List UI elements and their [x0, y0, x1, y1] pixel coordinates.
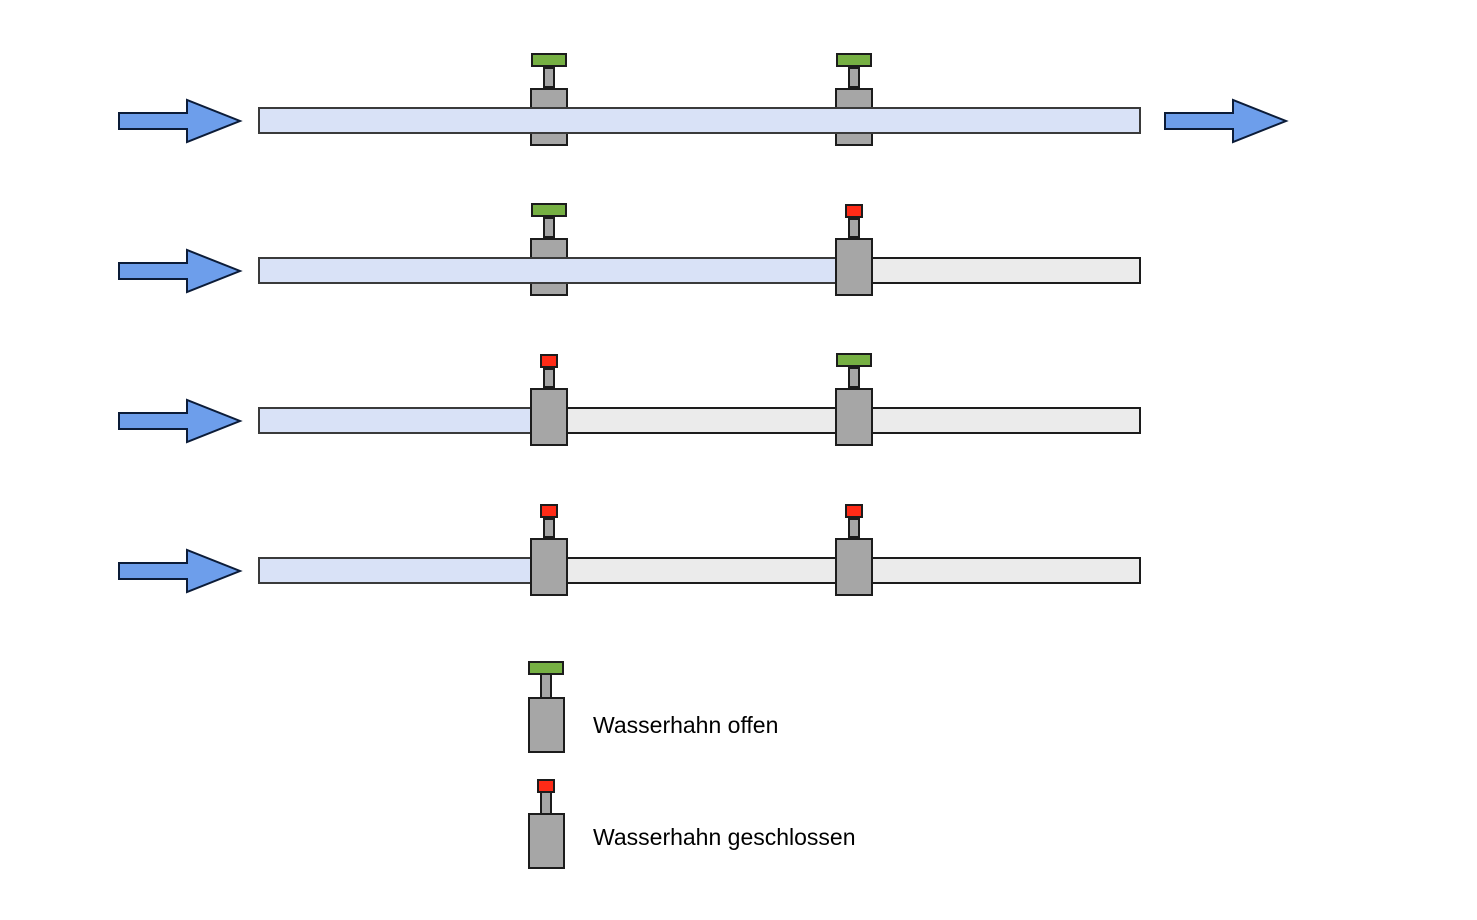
arrow-shape: [118, 398, 243, 444]
legend-open-valve-stem-icon: [540, 673, 552, 699]
inflow-arrow: [118, 248, 243, 294]
valve-closed-handle-icon: [845, 204, 863, 218]
valve-stem-icon: [543, 217, 555, 238]
valve-open-body-icon: [835, 388, 873, 446]
valve-closed-handle-icon: [845, 504, 863, 518]
arrow-shape: [118, 98, 243, 144]
arrow-shape: [1164, 98, 1289, 144]
water-pipe-segment: [258, 557, 555, 584]
valve-stem-icon: [848, 518, 860, 538]
valve-stem-icon: [543, 368, 555, 388]
valve-stem-icon: [848, 67, 860, 88]
valve-stem-icon: [848, 218, 860, 238]
legend-closed-valve-body-icon: [528, 813, 565, 869]
valve-closed-handle-icon: [540, 504, 558, 518]
inflow-arrow: [118, 398, 243, 444]
valve-stem-icon: [543, 67, 555, 88]
valve-stem-icon: [543, 518, 555, 538]
valve-open-handle-icon: [836, 353, 872, 367]
valve-stem-icon: [848, 367, 860, 388]
legend-open-valve-body-icon: [528, 697, 565, 753]
valve-open-handle-icon: [531, 53, 567, 67]
outflow-arrow: [1164, 98, 1289, 144]
water-pipe-segment: [258, 107, 1141, 134]
water-pipe-segment: [258, 407, 555, 434]
valve-closed-body-icon: [835, 238, 873, 296]
valve-open-handle-icon: [836, 53, 872, 67]
legend-open-label: Wasserhahn offen: [593, 712, 779, 738]
inflow-arrow: [118, 98, 243, 144]
arrow-shape: [118, 248, 243, 294]
water-pipe-segment: [258, 257, 860, 284]
legend-closed-valve-stem-icon: [540, 791, 552, 815]
valve-closed-body-icon: [835, 538, 873, 596]
valve-open-handle-icon: [531, 203, 567, 217]
valve-closed-handle-icon: [540, 354, 558, 368]
valve-closed-body-icon: [530, 538, 568, 596]
valve-closed-body-icon: [530, 388, 568, 446]
inflow-arrow: [118, 548, 243, 594]
empty-pipe-segment: [848, 257, 1141, 284]
legend-closed-label: Wasserhahn geschlossen: [593, 824, 856, 850]
arrow-shape: [118, 548, 243, 594]
